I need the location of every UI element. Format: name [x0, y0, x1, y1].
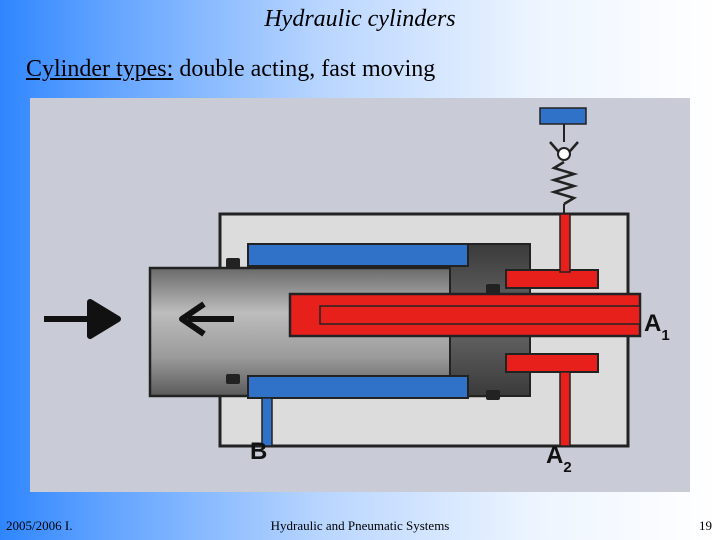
port-b-letter: B — [250, 438, 268, 465]
cylinder-diagram-svg — [44, 107, 642, 448]
port-a2-letter: A — [546, 442, 564, 469]
subtitle-underlined: Cylinder types: — [26, 56, 174, 82]
pressure-chamber-a2-bottom — [505, 353, 599, 373]
port-label-a1: A1 — [644, 310, 670, 344]
seal — [226, 374, 240, 384]
return-chamber-top — [247, 243, 469, 267]
cylinder-diagram: A1 A2 B — [30, 98, 690, 492]
inner-plunger-core — [319, 305, 641, 325]
rod-direction-arrow — [179, 301, 234, 337]
motion-arrow — [44, 299, 121, 339]
footer-semester: 2005/2006 I. — [6, 518, 73, 533]
return-chamber-bottom — [247, 375, 469, 399]
pressure-line-a2-down — [559, 371, 571, 447]
port-a2-index: 2 — [563, 458, 572, 476]
slide-subtitle: Cylinder types: double acting, fast movi… — [26, 56, 435, 83]
port-a1-letter: A — [644, 310, 662, 337]
seal — [486, 390, 500, 400]
reservoir — [539, 107, 587, 125]
seal — [486, 284, 500, 294]
port-b-line — [261, 397, 273, 447]
footer-page-number: 19 — [699, 518, 712, 533]
seal — [226, 258, 240, 268]
pressure-chamber-a2-top — [505, 269, 599, 289]
valve-spring — [549, 160, 579, 206]
subtitle-rest: double acting, fast moving — [173, 56, 436, 82]
port-label-a2: A2 — [546, 442, 572, 476]
pressure-line-a2-up — [559, 213, 571, 273]
port-label-b: B — [250, 438, 267, 466]
port-a1-index: 1 — [661, 326, 670, 344]
check-valve-ball — [557, 147, 571, 161]
footer-course: Hydraulic and Pneumatic Systems — [270, 518, 450, 533]
slide-title: Hydraulic cylinders — [264, 6, 456, 32]
